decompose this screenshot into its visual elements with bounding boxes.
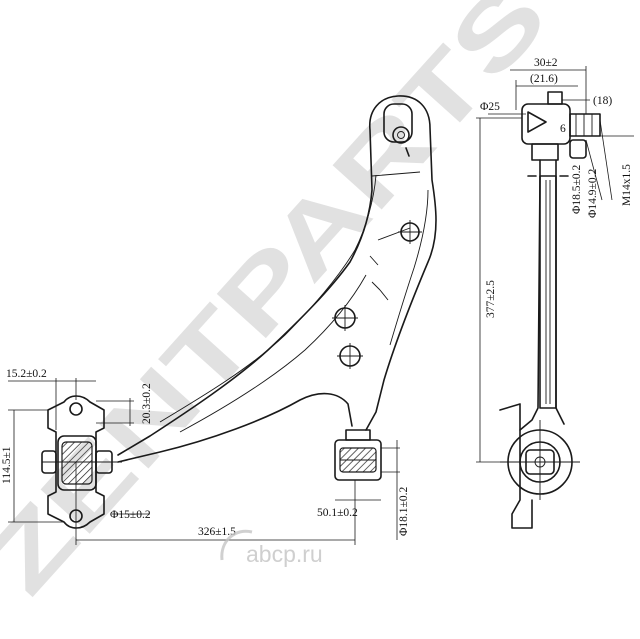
side-stud bbox=[569, 113, 601, 137]
arm-outline-inner bbox=[117, 392, 353, 463]
rear-bushing-sleeve bbox=[345, 429, 371, 441]
dim-114-5: 114.5±1 bbox=[1, 446, 13, 484]
ball-joint-stud-core bbox=[397, 131, 405, 139]
dim-lines-front bbox=[8, 378, 400, 545]
watermark-site: abcp.ru bbox=[246, 541, 323, 567]
front-view: 15.2±0.2 20.3±0.2 114.5±1 Φ15±0.2 326±1.… bbox=[1, 95, 437, 545]
arm-hatch-tick bbox=[371, 281, 389, 301]
arm-rib-1 bbox=[159, 174, 377, 423]
dim-18: (18) bbox=[593, 95, 612, 107]
front-bracket bbox=[47, 395, 105, 529]
dim-15-2: 15.2±0.2 bbox=[6, 368, 47, 380]
dim-phi-18-1: Φ18.1±0.2 bbox=[398, 487, 410, 536]
dim-phi-18-5: Φ18.5±0.2 bbox=[571, 165, 583, 214]
dim-50-1: 50.1±0.2 bbox=[317, 507, 358, 519]
side-arm-rib bbox=[539, 175, 557, 409]
dim-377: 377±2.5 bbox=[485, 280, 497, 318]
side-arm-outline bbox=[519, 159, 565, 431]
dim-21-6: (21.6) bbox=[530, 73, 558, 85]
dim-326: 326±1.5 bbox=[198, 526, 236, 538]
front-bushing-rubber bbox=[61, 441, 93, 485]
side-bracket bbox=[499, 403, 533, 529]
dim-phi-14-9: Φ14.9±0.2 bbox=[587, 169, 599, 218]
front-bracket-hole-top bbox=[69, 402, 83, 416]
dim-phi-15: Φ15±0.2 bbox=[110, 509, 151, 521]
arm-flange bbox=[369, 171, 421, 266]
side-ball-joint-socket bbox=[527, 111, 547, 133]
dim-20-3: 20.3±0.2 bbox=[141, 383, 153, 424]
dim-phi-25: Φ25 bbox=[480, 101, 500, 113]
watermark-brand: ZENTPARTS bbox=[0, 0, 568, 614]
dim-6: 6 bbox=[560, 123, 566, 135]
arm-rib-3 bbox=[389, 189, 429, 346]
dim-30: 30±2 bbox=[534, 57, 558, 69]
side-view: 30±2 (21.6) (18) Φ25 6 Φ18.5±0.2 Φ14.9±0… bbox=[476, 57, 634, 529]
dim-m14: M14x1.5 bbox=[621, 164, 633, 206]
dim-lines-side bbox=[476, 66, 634, 463]
svg-text:ZENTPARTS: ZENTPARTS bbox=[0, 0, 568, 614]
ball-joint-stud bbox=[392, 126, 410, 144]
arm-rib-2 bbox=[179, 274, 367, 433]
ball-joint-pin bbox=[405, 147, 410, 157]
watermark-site-logo: abcp.ru bbox=[220, 529, 323, 567]
